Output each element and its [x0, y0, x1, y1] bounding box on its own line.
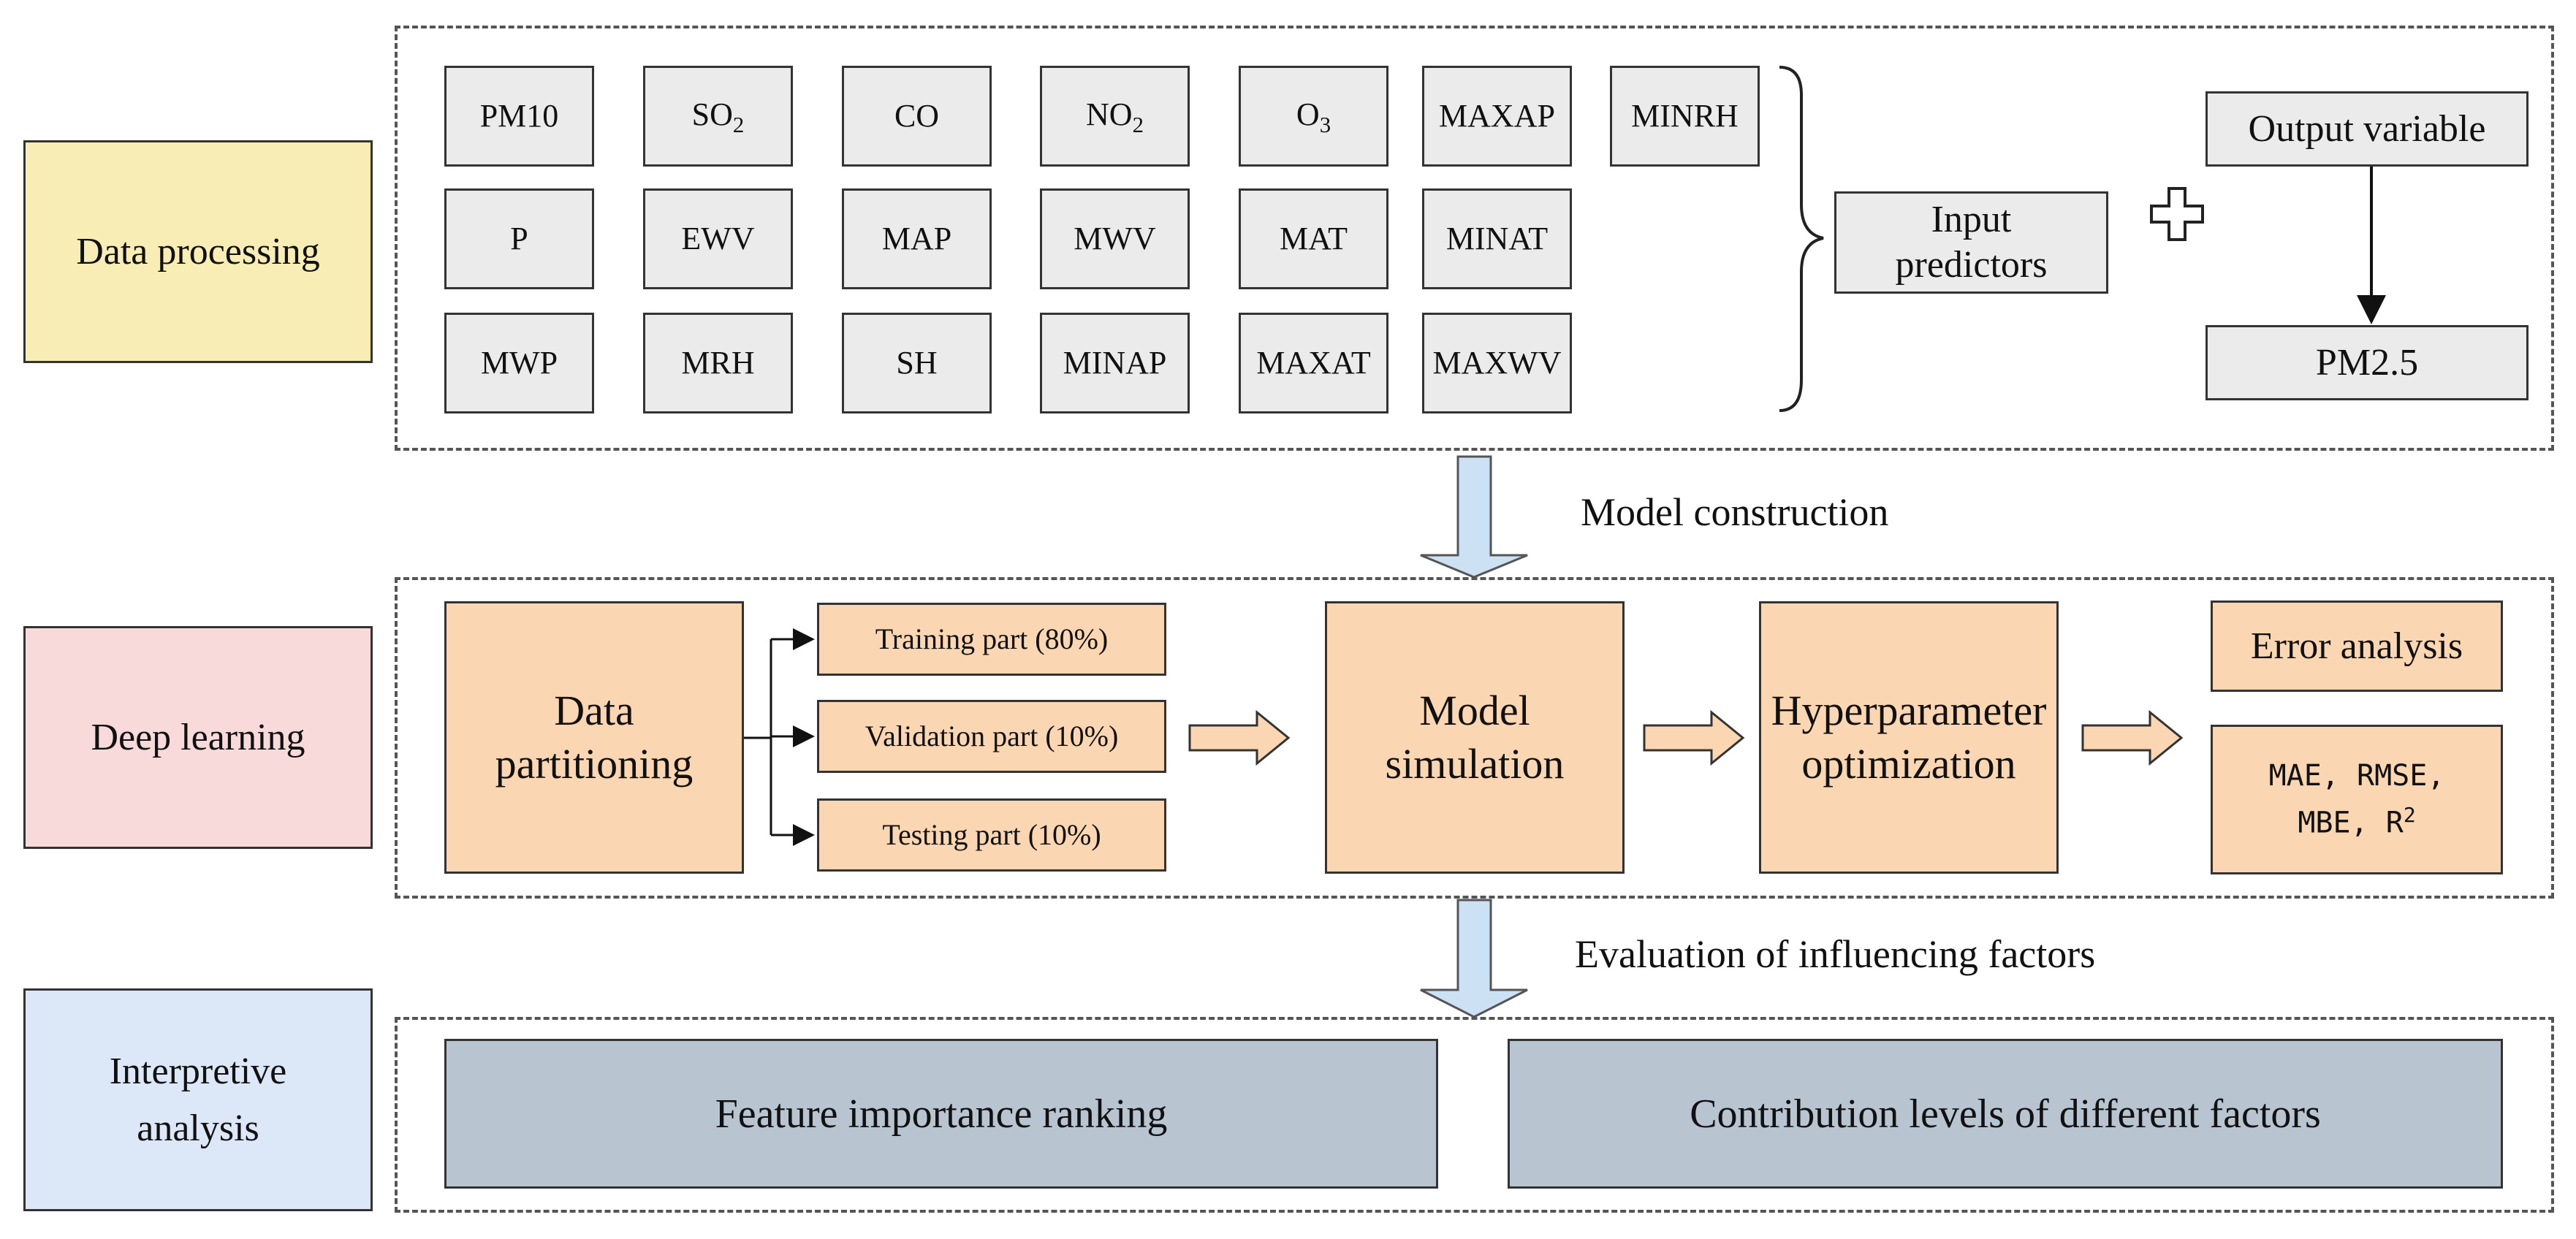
deep-learning-section	[395, 577, 2554, 899]
variables-brace	[1779, 66, 1824, 412]
stage-deep-learning: Deep learning	[23, 626, 373, 849]
stage-deep-learning-label: Deep learning	[91, 716, 305, 758]
simulation-to-hyperparameter-arrow	[1643, 709, 1745, 766]
metrics-line-1: MAE, RMSE,	[2268, 759, 2445, 793]
variable-sh: SH	[842, 313, 992, 413]
output-variable-label: Output variable	[2248, 107, 2486, 150]
variable-so2-label: SO2	[691, 96, 745, 137]
hyperparameter-to-error-arrow	[2081, 709, 2184, 766]
variable-minrh: MINRH	[1610, 66, 1760, 167]
variable-no2-label: NO2	[1086, 96, 1144, 137]
stage-data-processing: Data processing	[23, 140, 373, 363]
training-part-label: Training part (80%)	[875, 622, 1109, 655]
feature-importance-label: Feature importance ranking	[715, 1091, 1168, 1137]
variable-maxwv: MAXWV	[1422, 313, 1572, 413]
variable-no2: NO2	[1040, 66, 1190, 167]
metrics-box: MAE, RMSE, MBE, R2	[2211, 725, 2503, 874]
evaluation-arrow	[1420, 899, 1528, 1018]
variable-mwv: MWV	[1040, 188, 1190, 289]
variable-co: CO	[842, 66, 992, 167]
metrics-r2-superscript: 2	[2403, 803, 2416, 828]
model-simulation-label: Model simulation	[1385, 687, 1565, 788]
stage-data-processing-label: Data processing	[76, 230, 320, 272]
training-part-box: Training part (80%)	[817, 603, 1166, 676]
output-variable-box: Output variable	[2205, 91, 2528, 167]
feature-importance-box: Feature importance ranking	[444, 1039, 1438, 1189]
pm25-label: PM2.5	[2315, 341, 2419, 384]
interpretive-section	[395, 1017, 2554, 1213]
hyperparameter-optimization-box: Hyperparameter optimization	[1759, 601, 2059, 874]
processing-section	[395, 26, 2554, 451]
data-partitioning-label: Data partitioning	[495, 687, 694, 788]
testing-part-label: Testing part (10%)	[882, 818, 1101, 851]
variable-pm10: PM10	[444, 66, 594, 167]
variable-maxap: MAXAP	[1422, 66, 1572, 167]
testing-part-box: Testing part (10%)	[817, 798, 1166, 872]
model-construction-arrow	[1420, 455, 1528, 579]
contribution-box: Contribution levels of different factors	[1508, 1039, 2503, 1189]
variable-map: MAP	[842, 188, 992, 289]
error-analysis-label: Error analysis	[2250, 625, 2463, 667]
model-simulation-box: Model simulation	[1325, 601, 1625, 874]
variable-ewv: EWV	[643, 188, 793, 289]
evaluation-label: Evaluation of influencing factors	[1575, 932, 2096, 976]
stage-interpretive-analysis-label: Interpretive analysis	[109, 1050, 287, 1149]
variable-minap: MINAP	[1040, 313, 1190, 413]
variable-mwp: MWP	[444, 313, 594, 413]
variable-o3-label: O3	[1296, 96, 1331, 137]
plus-icon	[2150, 187, 2204, 241]
variable-mrh: MRH	[643, 313, 793, 413]
model-construction-label: Model construction	[1581, 490, 1889, 534]
variable-mat: MAT	[1239, 188, 1388, 289]
variable-so2: SO2	[643, 66, 793, 167]
contribution-label: Contribution levels of different factors	[1690, 1091, 2321, 1137]
stage-interpretive-analysis: Interpretive analysis	[23, 988, 373, 1211]
variable-maxat: MAXAT	[1239, 313, 1388, 413]
error-analysis-box: Error analysis	[2211, 601, 2503, 692]
parts-to-simulation-arrow	[1188, 709, 1291, 766]
metrics-line-2-text: MBE, R	[2298, 806, 2404, 840]
hyperparameter-optimization-label: Hyperparameter optimization	[1771, 687, 2047, 788]
variable-minat: MINAT	[1422, 188, 1572, 289]
metrics-line-2: MBE, R2	[2298, 799, 2415, 846]
pm25-box: PM2.5	[2205, 325, 2528, 400]
data-partitioning-box: Data partitioning	[444, 601, 744, 874]
variable-p: P	[444, 188, 594, 289]
input-predictors-label: Input predictors	[1895, 198, 2048, 286]
validation-part-box: Validation part (10%)	[817, 700, 1166, 773]
input-predictors-box: Input predictors	[1834, 191, 2108, 294]
variable-o3: O3	[1239, 66, 1388, 167]
validation-part-label: Validation part (10%)	[865, 720, 1119, 752]
